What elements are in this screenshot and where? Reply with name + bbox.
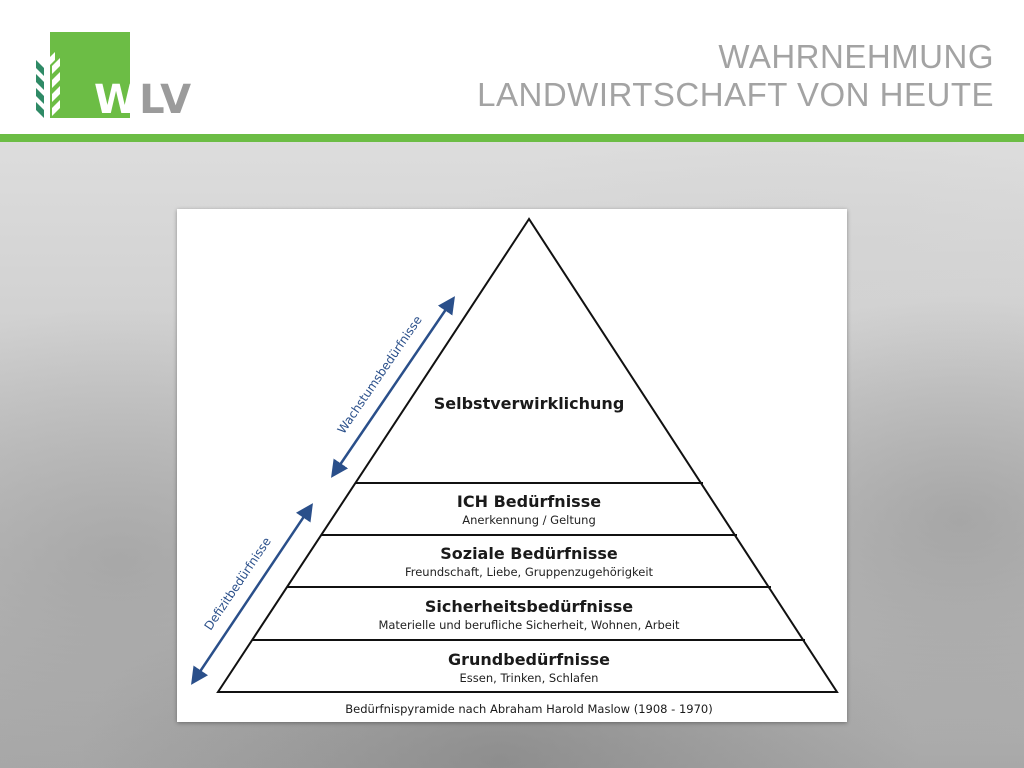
title-line-2: LANDWIRTSCHAFT VON HEUTE	[477, 76, 994, 113]
wheat-logo-icon	[36, 32, 130, 118]
deficit-needs-label: Defizitbedürfnisse	[201, 535, 273, 633]
growth-needs-arrow	[331, 296, 455, 478]
level-self-actualization: Selbstverwirklichung	[434, 394, 625, 413]
level-safety-title: Sicherheitsbedürfnisse	[425, 597, 633, 616]
level-basic-title: Grundbedürfnisse	[448, 650, 610, 669]
logo-wordmark: WLV	[94, 80, 192, 120]
maslow-pyramid-figure: Selbstverwirklichung ICH Bedürfnisse Ane…	[177, 209, 847, 722]
level-safety-subtitle: Materielle und berufliche Sicherheit, Wo…	[378, 618, 680, 632]
figure-caption: Bedürfnispyramide nach Abraham Harold Ma…	[345, 702, 712, 716]
level-social-subtitle: Freundschaft, Liebe, Gruppenzugehörigkei…	[405, 565, 654, 579]
header: WLV WAHRNEHMUNG LANDWIRTSCHAFT VON HEUTE	[0, 0, 1024, 134]
level-esteem-title: ICH Bedürfnisse	[457, 492, 601, 511]
level-esteem-subtitle: Anerkennung / Geltung	[462, 513, 596, 527]
level-social-title: Soziale Bedürfnisse	[440, 544, 618, 563]
wlv-logo[interactable]	[30, 30, 200, 122]
pyramid-diagram: Selbstverwirklichung ICH Bedürfnisse Ane…	[191, 217, 839, 716]
logo-letters-lv: LV	[139, 77, 193, 123]
logo-letter-w: W	[94, 77, 140, 123]
deficit-needs-arrow	[191, 503, 313, 685]
slide-title: WAHRNEHMUNG LANDWIRTSCHAFT VON HEUTE	[477, 38, 994, 114]
accent-bar	[0, 134, 1024, 142]
title-line-1: WAHRNEHMUNG	[718, 38, 994, 75]
level-basic-subtitle: Essen, Trinken, Schlafen	[460, 671, 599, 685]
